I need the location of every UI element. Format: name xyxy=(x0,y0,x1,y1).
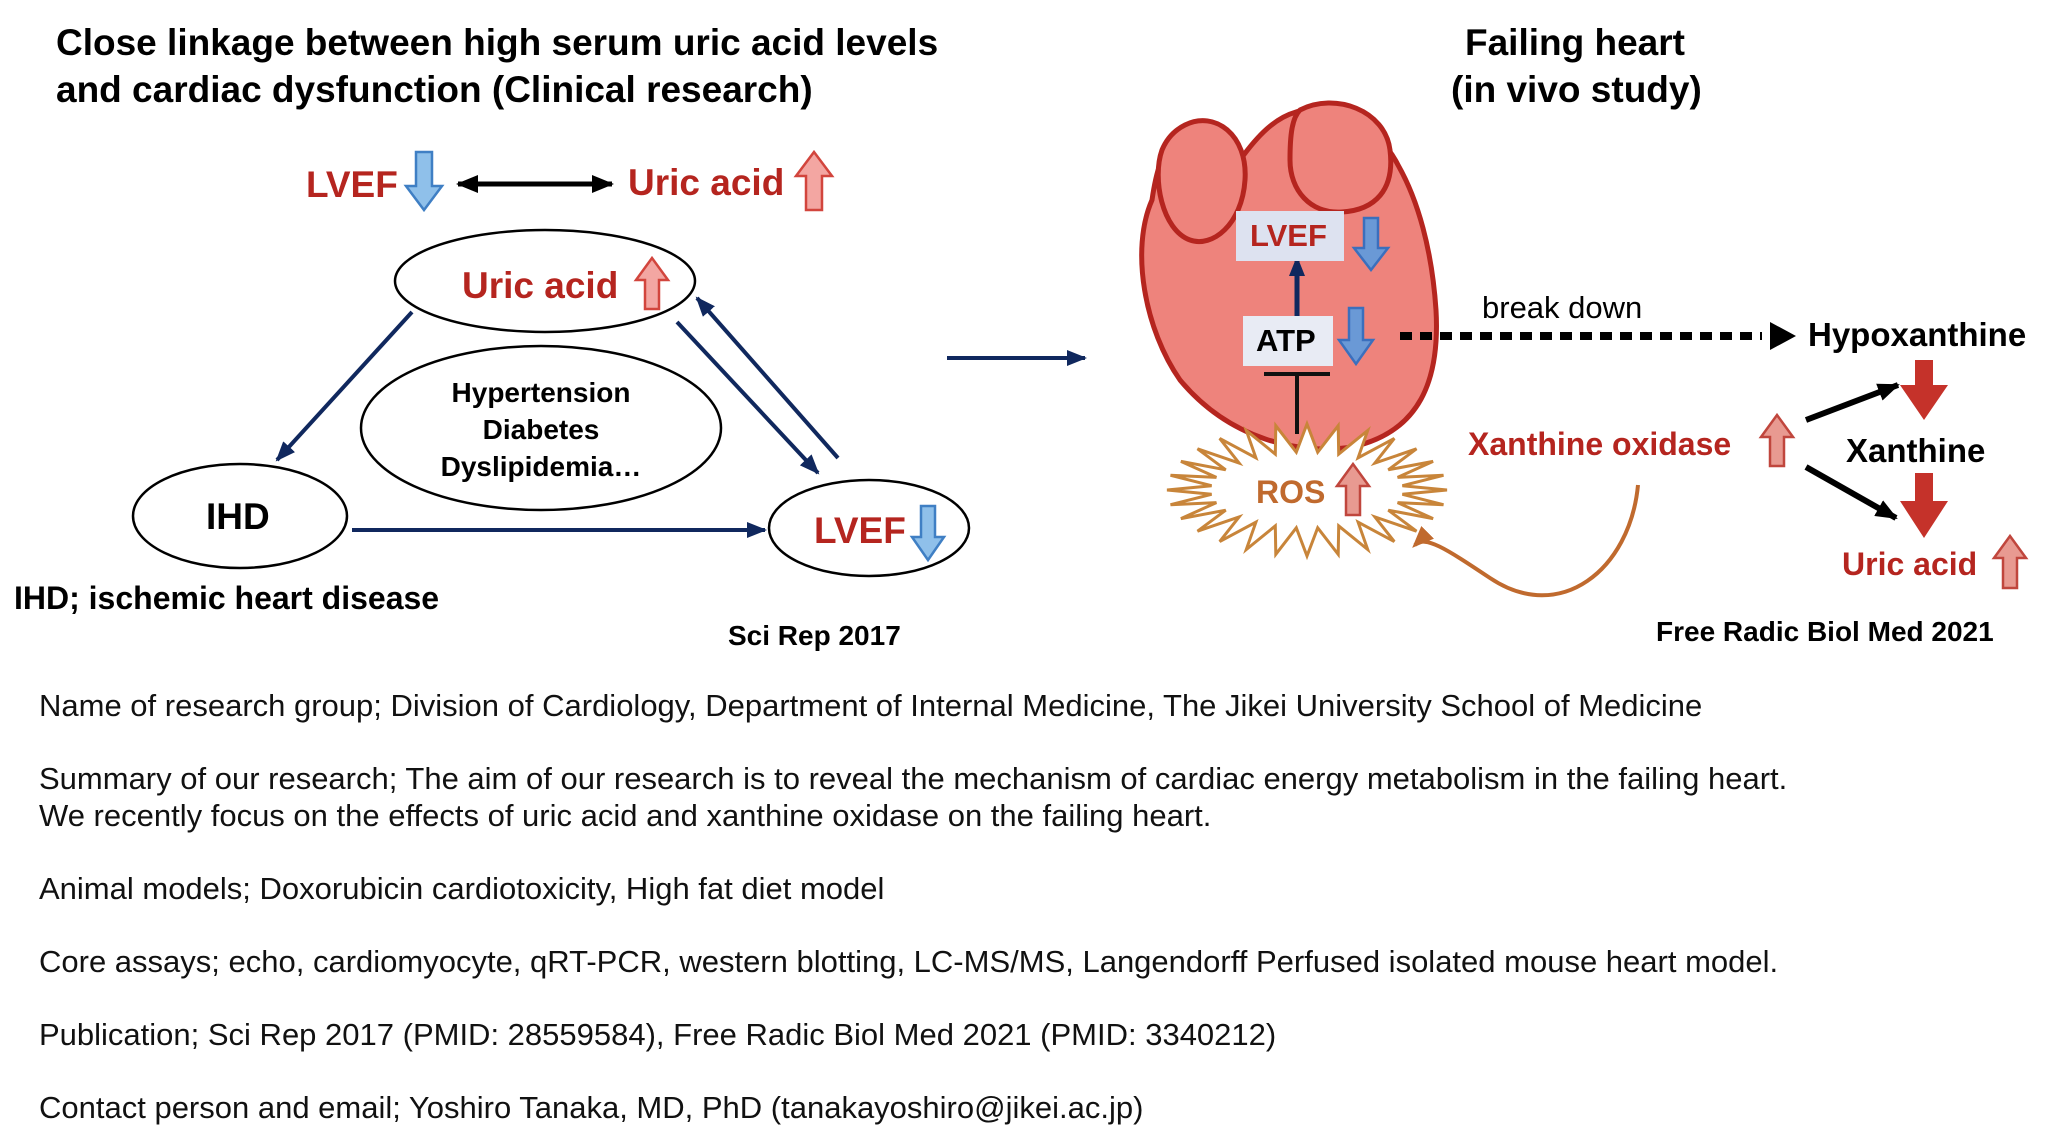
right-title-line2: (in vivo study) xyxy=(1451,69,1702,110)
ros-up-arrow-icon xyxy=(1334,461,1372,517)
break-down-label: break down xyxy=(1482,290,1643,325)
risk-factor-dyslipidemia: Dyslipidemia… xyxy=(440,451,642,482)
xanthine-to-uric-arrow xyxy=(1900,473,1948,538)
top-uric-up-arrow-icon xyxy=(793,149,835,212)
left-reference: Sci Rep 2017 xyxy=(728,620,901,651)
uric-to-lvef-arrow xyxy=(675,320,820,475)
break-down-arrow-head xyxy=(1770,322,1796,350)
xanthine-label: Xanthine xyxy=(1846,432,1986,469)
top-lvef-down-arrow-icon xyxy=(403,150,445,213)
lvef-node-label: LVEF xyxy=(814,510,906,551)
research-group-line: Name of research group; Division of Card… xyxy=(39,688,1703,723)
node-lvef-down-arrow-icon xyxy=(909,504,947,563)
top-uric-acid-label: Uric acid xyxy=(628,162,785,203)
lvef-to-uric-arrow xyxy=(695,296,840,460)
left-title-line2: and cardiac dysfunction (Clinical resear… xyxy=(56,69,813,110)
summary-line-2: We recently focus on the effects of uric… xyxy=(39,798,1212,833)
core-assays-line: Core assays; echo, cardiomyocyte, qRT-PC… xyxy=(39,944,1779,979)
uric-acid-node-ellipse xyxy=(393,228,697,334)
heart-atp-box xyxy=(1243,316,1333,366)
xo-to-hypoxanthine-step-arrow xyxy=(1804,382,1900,423)
uric-to-ihd-arrow xyxy=(275,310,414,462)
ihd-node-ellipse xyxy=(131,462,349,570)
heart-right-atrium-shape xyxy=(1287,100,1394,215)
right-title-line1: Failing heart xyxy=(1465,22,1685,63)
left-title-line1: Close linkage between high serum uric ac… xyxy=(56,22,939,63)
heart-atp-down-arrow-icon xyxy=(1336,306,1376,367)
risk-factors-node-ellipse xyxy=(359,344,723,512)
animal-models-line: Animal models; Doxorubicin cardiotoxicit… xyxy=(39,871,885,906)
ros-label: ROS xyxy=(1256,474,1326,510)
xo-to-ros-curved-arrow xyxy=(1412,484,1640,598)
uric-acid-node-label: Uric acid xyxy=(462,265,619,306)
heart-left-atrium-shape xyxy=(1155,118,1248,244)
node-uric-up-arrow-icon xyxy=(633,255,671,311)
right-reference: Free Radic Biol Med 2021 xyxy=(1656,616,1994,647)
ihd-node-label: IHD xyxy=(206,496,270,537)
lvef-node-ellipse xyxy=(767,478,971,578)
heart-lvef-label: LVEF xyxy=(1250,218,1327,253)
summary-line-1: Summary of our research; The aim of our … xyxy=(39,761,1788,796)
right-uric-acid-label: Uric acid xyxy=(1842,546,1978,582)
contact-line: Contact person and email; Yoshiro Tanaka… xyxy=(39,1090,1144,1125)
publication-line: Publication; Sci Rep 2017 (PMID: 2855958… xyxy=(39,1017,1277,1052)
risk-factor-diabetes: Diabetes xyxy=(482,414,600,445)
xanthine-oxidase-label: Xanthine oxidase xyxy=(1468,426,1732,462)
ros-starburst-shape xyxy=(1166,419,1448,561)
xo-to-xanthine-step-arrow xyxy=(1804,464,1898,521)
hypoxanthine-label: Hypoxanthine xyxy=(1808,316,2027,353)
heart-lvef-down-arrow-icon xyxy=(1351,216,1391,273)
heart-lvef-box xyxy=(1236,211,1344,261)
top-lvef-label: LVEF xyxy=(306,164,398,205)
hypoxanthine-to-xanthine-arrow xyxy=(1900,360,1948,420)
xo-up-arrow-icon xyxy=(1758,412,1796,468)
right-uric-up-arrow-icon xyxy=(1991,533,2029,590)
ihd-definition: IHD; ischemic heart disease xyxy=(14,580,440,616)
risk-factor-hypertension: Hypertension xyxy=(451,377,631,408)
heart-atp-label: ATP xyxy=(1256,323,1316,358)
